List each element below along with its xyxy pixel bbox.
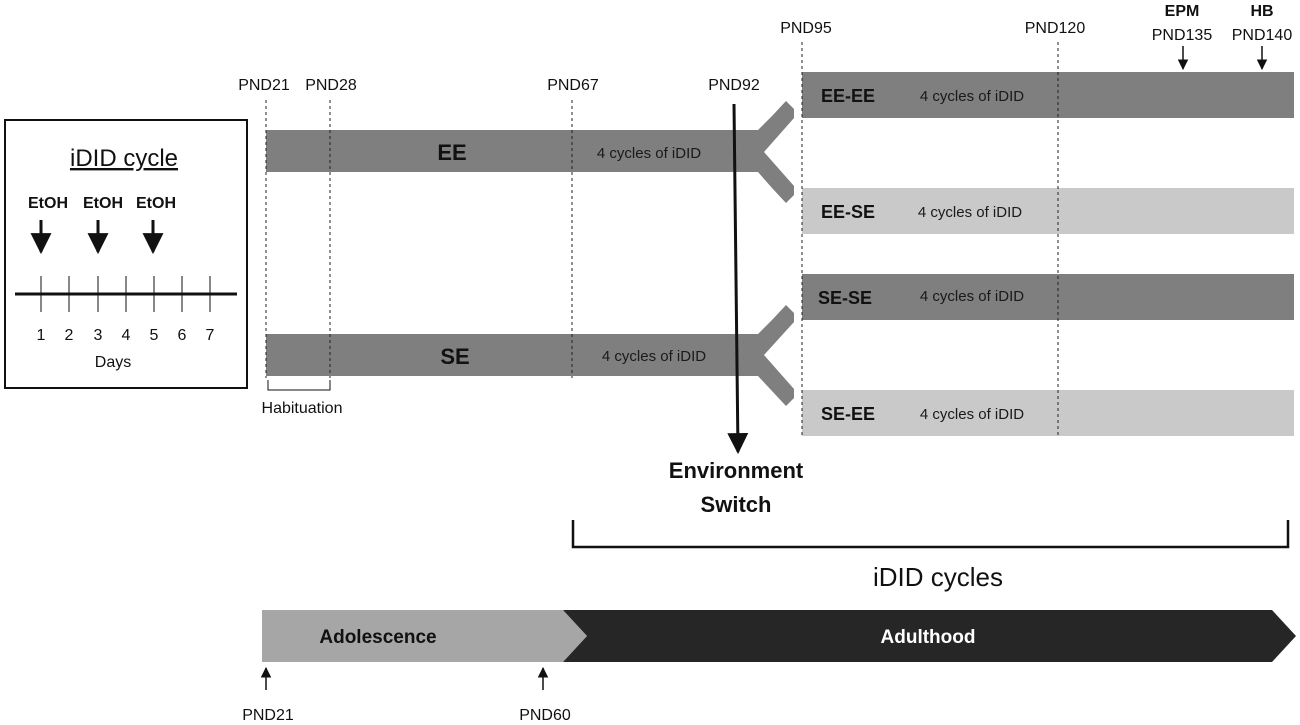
switch-arrow — [727, 103, 749, 455]
etoh-label-1: EtOH — [28, 195, 68, 212]
day-1: 1 — [37, 327, 46, 344]
etoh-label-2: EtOH — [83, 195, 123, 212]
se-branch: SE 4 cycles of iDID — [266, 305, 794, 406]
environment-switch: Environment Switch — [669, 103, 804, 517]
adulthood-label: Adulthood — [881, 627, 976, 648]
cycles-se-ee: 4 cycles of iDID — [920, 406, 1024, 423]
idid-cycle-box: iDID cycle EtOH EtOH EtOH 1 2 3 4 5 — [4, 119, 248, 389]
cycles-ee-se: 4 cycles of iDID — [918, 204, 1022, 221]
timepoint-guides — [265, 42, 1059, 436]
se-cycles-text: 4 cycles of iDID — [602, 348, 706, 365]
adulthood-phase — [563, 610, 1296, 662]
day-ticks — [40, 276, 211, 312]
etoh-labels: EtOH EtOH EtOH — [28, 195, 176, 212]
outcome-groups: EE-EE 4 cycles of iDID EE-SE 4 cycles of… — [802, 72, 1294, 436]
se-split-arrow — [736, 305, 794, 406]
se-label: SE — [440, 344, 469, 369]
ee-split-arrow — [736, 101, 794, 203]
cycles-ee-ee: 4 cycles of iDID — [920, 88, 1024, 105]
habituation-bracket: Habituation — [262, 380, 343, 417]
bar-se-se — [802, 274, 1294, 320]
idid-cycles-bracket: iDID cycles — [571, 520, 1290, 592]
day-3: 3 — [94, 327, 103, 344]
habituation-label: Habituation — [262, 400, 343, 417]
day-7: 7 — [206, 327, 215, 344]
days-label: Days — [95, 354, 131, 371]
label-pnd21-top: PND21 — [238, 77, 290, 94]
ee-label: EE — [437, 140, 466, 165]
idid-box-title: iDID cycle — [70, 145, 178, 172]
label-pnd140: PND140 — [1232, 27, 1293, 44]
se-bar — [266, 334, 736, 376]
adolescence-label: Adolescence — [319, 627, 436, 648]
day-numbers: 1 2 3 4 5 6 7 — [37, 327, 215, 344]
etoh-arrows — [30, 220, 164, 255]
label-pnd28: PND28 — [305, 77, 357, 94]
label-se-se: SE-SE — [818, 288, 872, 308]
bar-ee-se — [802, 188, 1294, 234]
ee-cycles-text: 4 cycles of iDID — [597, 145, 701, 162]
ee-bar — [266, 130, 736, 172]
label-epm: EPM — [1165, 3, 1200, 20]
label-pnd95: PND95 — [780, 20, 832, 37]
group-ee-ee: EE-EE 4 cycles of iDID — [802, 72, 1294, 118]
bar-ee-ee — [802, 72, 1294, 118]
switch-label-line2: Switch — [701, 492, 772, 517]
phase-markers: PND21 PND60 — [242, 666, 571, 724]
label-pnd67: PND67 — [547, 77, 599, 94]
adolescence-phase — [262, 610, 587, 662]
day-2: 2 — [65, 327, 74, 344]
group-se-se: SE-SE 4 cycles of iDID — [802, 274, 1294, 320]
label-hb: HB — [1250, 3, 1273, 20]
day-5: 5 — [150, 327, 159, 344]
group-ee-se: EE-SE 4 cycles of iDID — [802, 188, 1294, 234]
switch-label-line1: Environment — [669, 458, 804, 483]
label-pnd135: PND135 — [1152, 27, 1213, 44]
label-pnd60: PND60 — [519, 707, 571, 724]
label-pnd21-bottom: PND21 — [242, 707, 294, 724]
phase-timeline: Adolescence Adulthood — [262, 610, 1296, 662]
label-ee-se: EE-SE — [821, 202, 875, 222]
idid-cycles-label: iDID cycles — [873, 562, 1003, 592]
test-arrows — [1177, 46, 1268, 71]
group-se-ee: SE-EE 4 cycles of iDID — [802, 390, 1294, 436]
etoh-label-3: EtOH — [136, 195, 176, 212]
day-4: 4 — [122, 327, 131, 344]
timepoint-labels: PND21 PND28 PND67 PND92 PND95 PND120 EPM… — [238, 3, 1292, 94]
bar-se-ee — [802, 390, 1294, 436]
label-se-ee: SE-EE — [821, 404, 875, 424]
label-pnd120: PND120 — [1025, 20, 1086, 37]
cycles-se-se: 4 cycles of iDID — [920, 288, 1024, 305]
label-pnd92: PND92 — [708, 77, 760, 94]
label-ee-ee: EE-EE — [821, 86, 875, 106]
ee-branch: EE 4 cycles of iDID — [266, 101, 794, 203]
day-6: 6 — [178, 327, 187, 344]
